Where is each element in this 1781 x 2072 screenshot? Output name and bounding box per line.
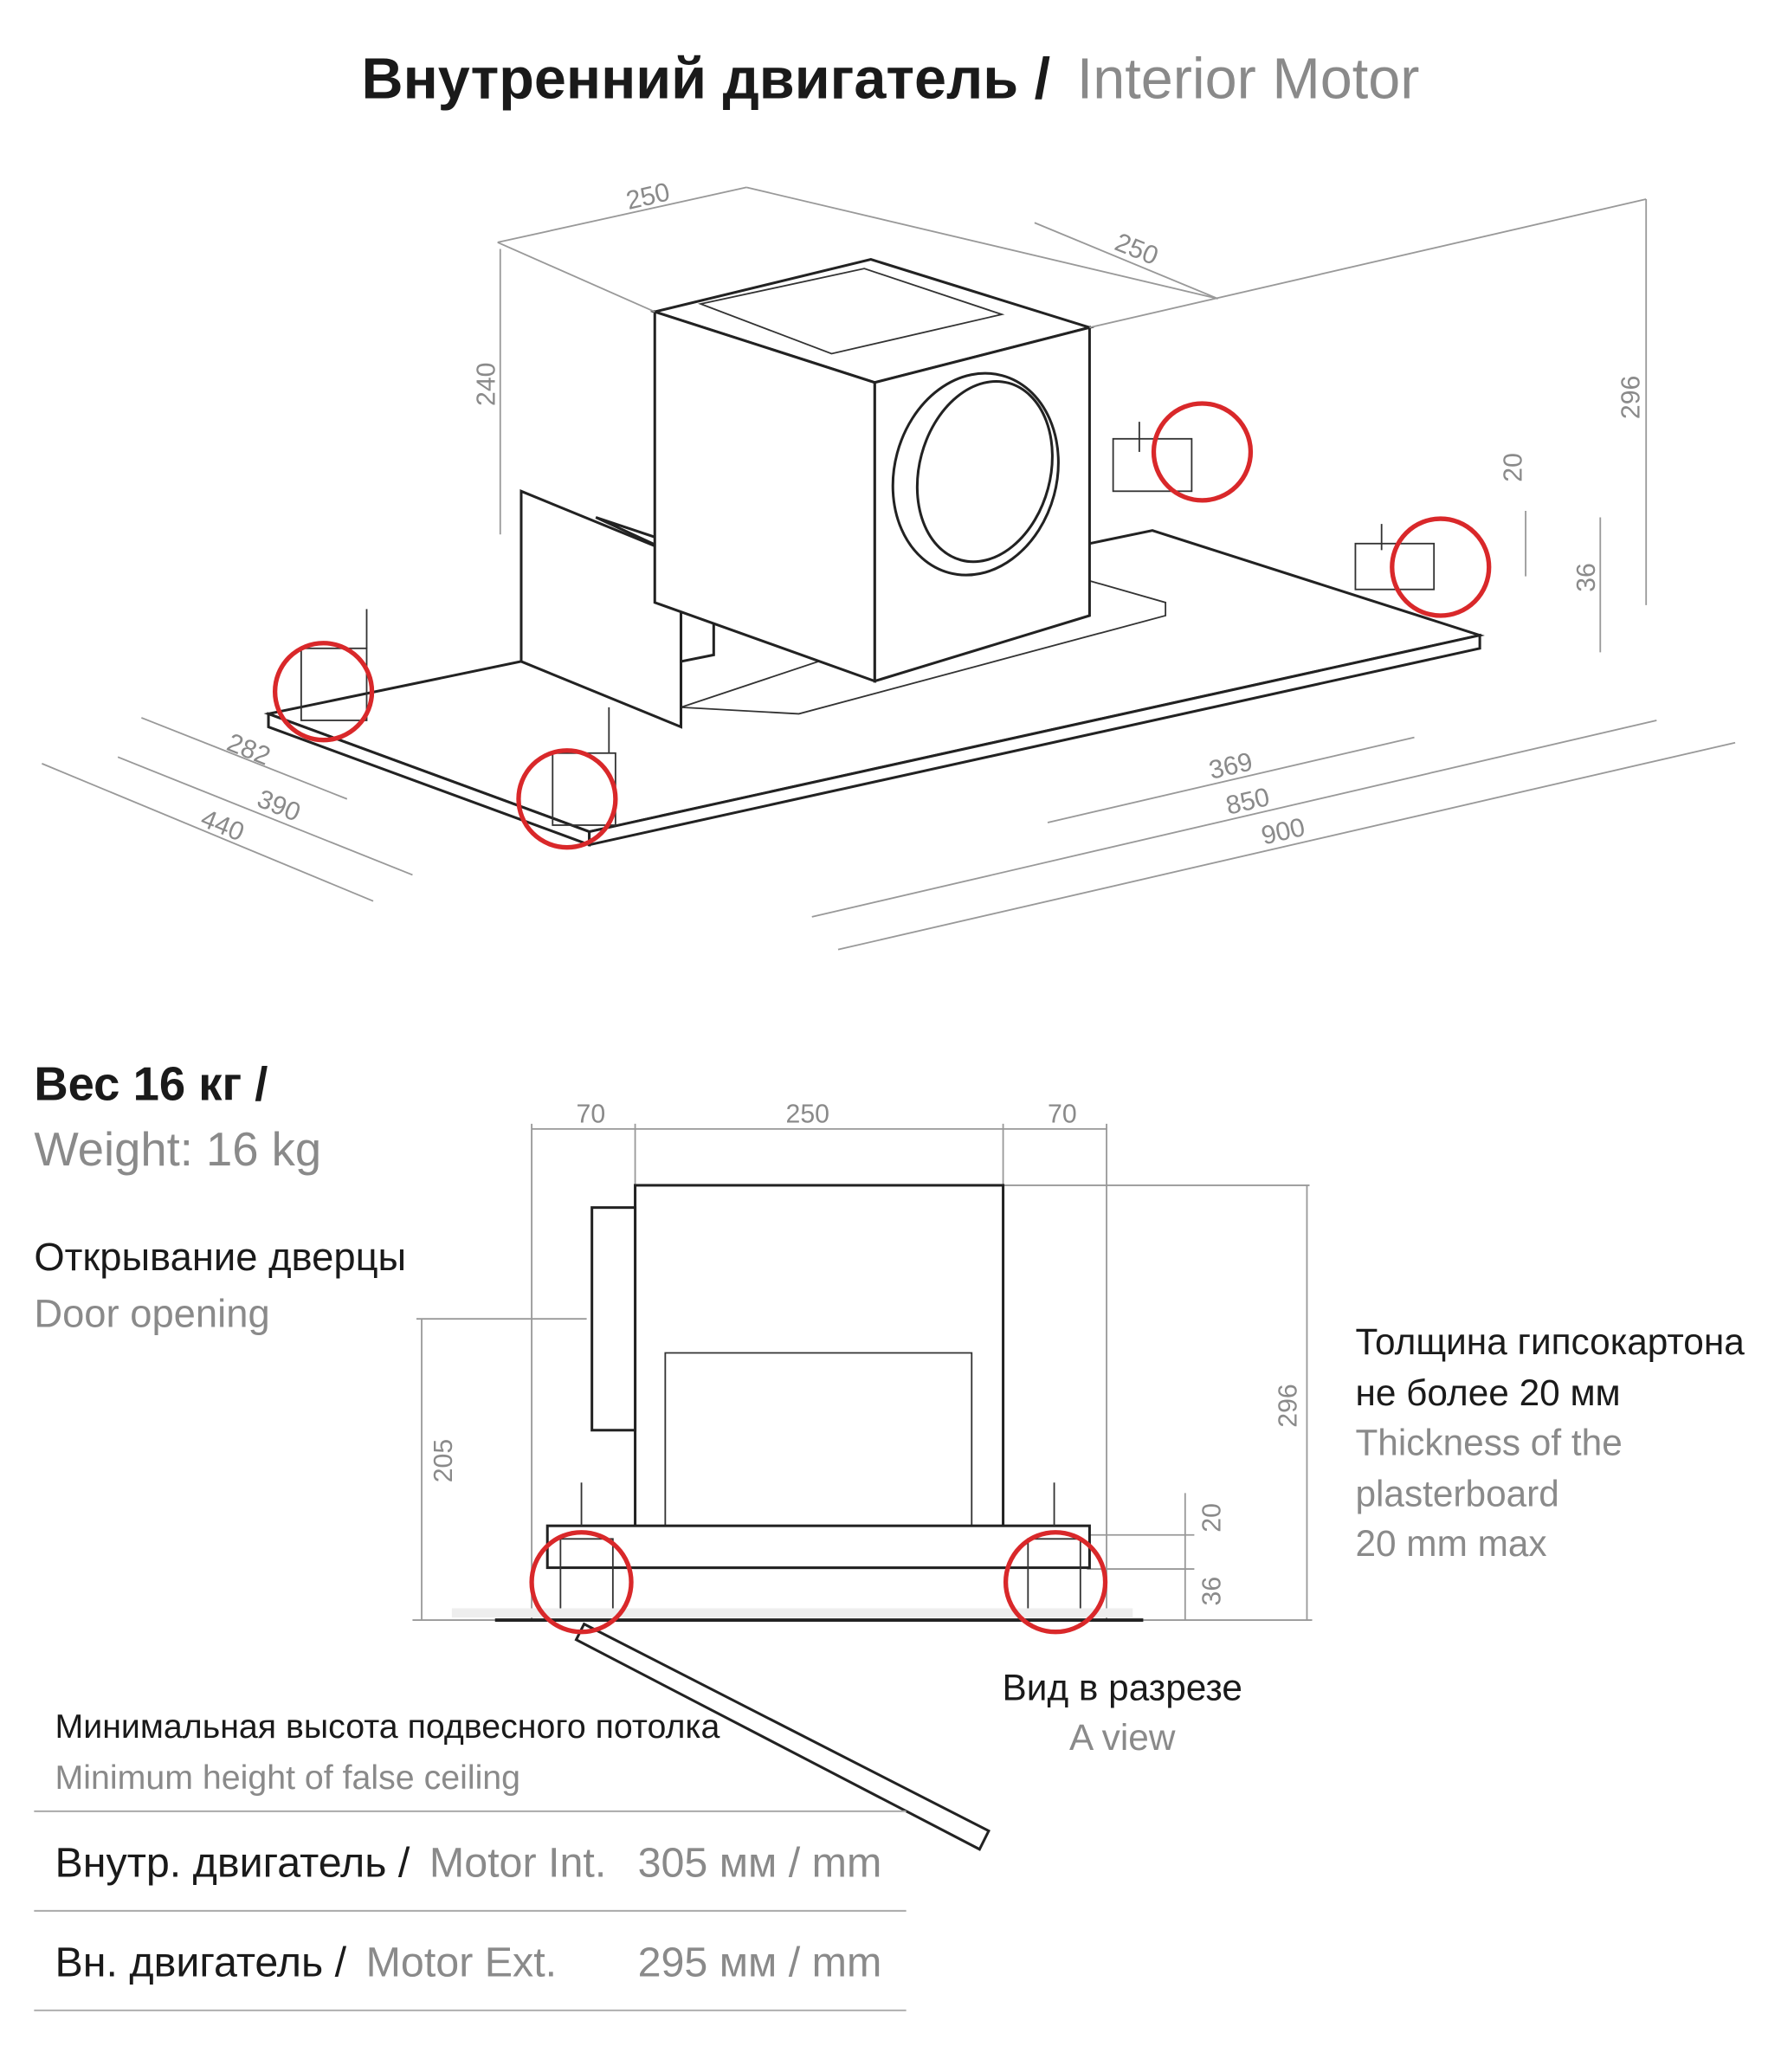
dim-369: 369 [1206,747,1255,785]
row-motor-ext-value: 295 мм / mm [638,1939,882,1985]
duct-outlet [891,371,1060,577]
min-height-table: Минимальная высота подвесного потолка Mi… [34,1707,907,2011]
title-ru: Внутренний двигатель / [362,48,1051,112]
dim-70-left: 70 [577,1100,606,1128]
row-label-en: Motor Int. [429,1840,606,1887]
note-ru-1: Толщина гипсокартона [1355,1321,1745,1362]
dim-70-right: 70 [1048,1100,1077,1128]
note-en-1: Thickness of the [1355,1423,1622,1463]
note-en-2: plasterboard [1355,1473,1558,1514]
dim-296-iso: 296 [1617,376,1646,419]
open-door [574,1622,991,1851]
dim-900: 900 [1259,813,1308,851]
dim-296-section: 296 [1274,1384,1302,1427]
door-panel [519,489,683,729]
isometric-view: 250 250 240 296 20 36 282 390 440 369 85… [42,178,1736,951]
dim-440: 440 [197,804,248,848]
section-caption-ru: Вид в разрезе [1003,1667,1242,1707]
dim-20-iso: 20 [1500,453,1528,482]
weight-en: Weight: 16 kg [34,1123,321,1176]
dim-20-section: 20 [1198,1503,1227,1533]
row-label-ru: Внутр. двигатель / [55,1840,410,1887]
section-caption-en: A view [1069,1717,1176,1758]
dim-390: 390 [253,784,304,828]
weight-ru: Вес 16 кг / [34,1058,268,1111]
section-view: 70 250 70 296 205 20 36 [412,1100,1313,1851]
dim-250-top: 250 [623,178,673,216]
dim-250-depth: 250 [1111,228,1162,271]
dim-240: 240 [473,363,501,406]
row-motor-ext-label: Вн. двигатель / Motor Ext. [55,1939,558,1985]
door-ru: Открывание дверцы [34,1235,406,1279]
row-motor-int-label: Внутр. двигатель / Motor Int. [55,1840,607,1887]
note-ru-2: не более 20 мм [1355,1372,1620,1413]
motor-box-front [873,326,1091,683]
title-en: Interior Motor [1077,48,1420,112]
dim-282: 282 [223,728,274,771]
dim-36-section: 36 [1198,1577,1227,1606]
page-title: Внутренний двигатель / Interior Motor [362,48,1420,112]
dim-250-section: 250 [786,1100,829,1128]
dim-36-iso: 36 [1572,563,1601,592]
door-en: Door opening [34,1291,269,1335]
row-label-ru: Вн. двигатель / [55,1939,347,1985]
highlight-circles [272,401,1492,850]
row-motor-int-value: 305 мм / mm [638,1840,882,1887]
row-label-en: Motor Ext. [366,1939,558,1985]
min-height-en: Minimum height of false ceiling [55,1759,521,1797]
section-motor-box [634,1184,1005,1570]
dim-205: 205 [429,1439,458,1482]
note-en-3: 20 mm max [1355,1523,1546,1564]
plasterboard-note: Толщина гипсокартона не более 20 мм Thic… [1355,1321,1745,1564]
min-height-ru: Минимальная высота подвесного потолка [55,1707,720,1746]
dim-850: 850 [1223,783,1273,821]
